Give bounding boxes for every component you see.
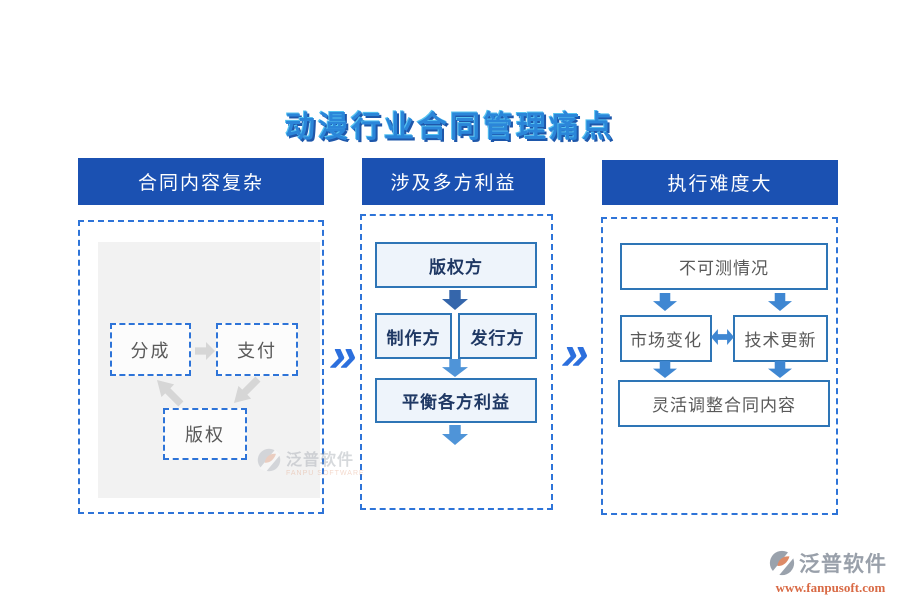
node-flexible-adjust: 灵活调整合同内容: [618, 380, 830, 427]
node-balance-interests: 平衡各方利益: [375, 378, 537, 423]
page-title: 动漫行业合同管理痛点: [285, 111, 615, 144]
watermark-brand-text: 泛普软件: [286, 452, 355, 469]
node-copyright: 版权: [163, 408, 247, 460]
node-market-change: 市场变化: [620, 315, 712, 362]
node-copyright-party: 版权方: [375, 242, 537, 288]
column1-header: 合同内容复杂: [78, 158, 324, 205]
left-right-arrow-icon: [711, 329, 734, 345]
double-chevron-icon: »: [560, 327, 591, 380]
node-producer: 制作方: [375, 313, 452, 359]
footer-watermark: 泛普软件 www.fanpusoft.com: [768, 548, 893, 596]
double-chevron-icon: »: [328, 329, 359, 382]
column3-header: 执行难度大: [602, 160, 838, 205]
node-distributor: 发行方: [458, 313, 537, 359]
node-unpredictable: 不可测情况: [620, 243, 828, 290]
fanpu-logo-icon: [257, 448, 281, 472]
node-split: 分成: [110, 323, 191, 376]
node-tech-update: 技术更新: [733, 315, 828, 362]
watermark-brand-text: 泛普软件: [799, 553, 887, 576]
fanpu-logo-icon: [769, 550, 795, 576]
watermark-sub-text: FANPU SOFTWARE: [286, 470, 365, 477]
watermark-url-text: www.fanpusoft.com: [775, 580, 886, 595]
inline-watermark: 泛普软件 FANPU SOFTWARE: [256, 446, 365, 477]
node-pay: 支付: [216, 323, 298, 376]
column2-header: 涉及多方利益: [362, 158, 545, 205]
